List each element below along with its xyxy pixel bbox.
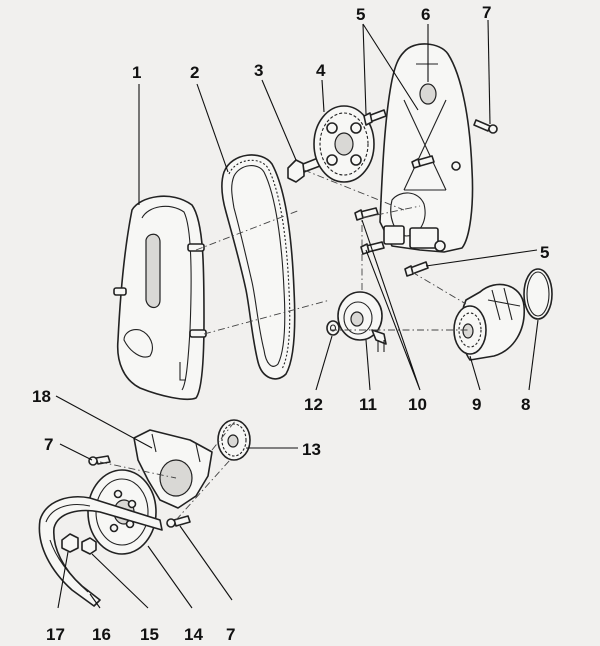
leader-lines <box>55 19 539 609</box>
cover-bolt-mid-part <box>411 155 435 169</box>
lower-timing-cover-part <box>133 429 213 509</box>
callout-14: 14 <box>184 625 203 644</box>
callout-5-right: 5 <box>540 243 549 262</box>
callout-1: 1 <box>132 63 141 82</box>
tensioner-pulley-part <box>337 291 387 352</box>
crankshaft-sprocket-part <box>217 419 251 461</box>
cover-bolt-5b-part <box>404 261 429 277</box>
alignment-lines <box>99 169 470 521</box>
ribbed-v-belt-part <box>38 496 163 607</box>
pulley-bolt-17-part <box>61 533 79 553</box>
callout-7-left: 7 <box>44 435 53 454</box>
tensioner-nut-part <box>326 320 340 336</box>
callout-4: 4 <box>316 61 326 80</box>
cover-bolt-5a-part <box>363 109 387 126</box>
callout-5-top: 5 <box>356 5 365 24</box>
callout-6: 6 <box>421 5 430 24</box>
callout-13: 13 <box>302 440 321 459</box>
callout-16: 16 <box>92 625 111 644</box>
callout-7-top: 7 <box>482 3 491 22</box>
callout-7-bottom: 7 <box>226 625 235 644</box>
sprocket-bolt-part <box>287 157 321 183</box>
upper-timing-cover-part <box>113 195 207 401</box>
callout-18: 18 <box>32 387 51 406</box>
callout-15: 15 <box>140 625 159 644</box>
lower-bolt-7b-part <box>88 455 111 466</box>
callout-9: 9 <box>472 395 481 414</box>
callout-12: 12 <box>304 395 323 414</box>
callout-3: 3 <box>254 61 263 80</box>
callout-2: 2 <box>190 63 199 82</box>
water-pump-part <box>453 283 525 361</box>
rear-timing-cover-part <box>379 43 474 253</box>
callout-labels: 1 2 3 4 5 6 7 5 8 9 10 11 12 13 18 7 7 1… <box>32 3 549 644</box>
callout-11: 11 <box>359 395 377 414</box>
cover-bolt-upper-right-part <box>473 119 498 134</box>
callout-10: 10 <box>408 395 427 414</box>
callout-17: 17 <box>46 625 65 644</box>
callout-8: 8 <box>521 395 530 414</box>
pulley-bolt-16-part <box>81 537 97 555</box>
o-ring-seal-part <box>523 268 553 320</box>
lower-bolt-7c-part <box>166 515 191 528</box>
cover-bolt-10a-part <box>354 207 379 221</box>
camshaft-sprocket-part <box>313 105 375 183</box>
timing-belt-part <box>221 154 296 380</box>
